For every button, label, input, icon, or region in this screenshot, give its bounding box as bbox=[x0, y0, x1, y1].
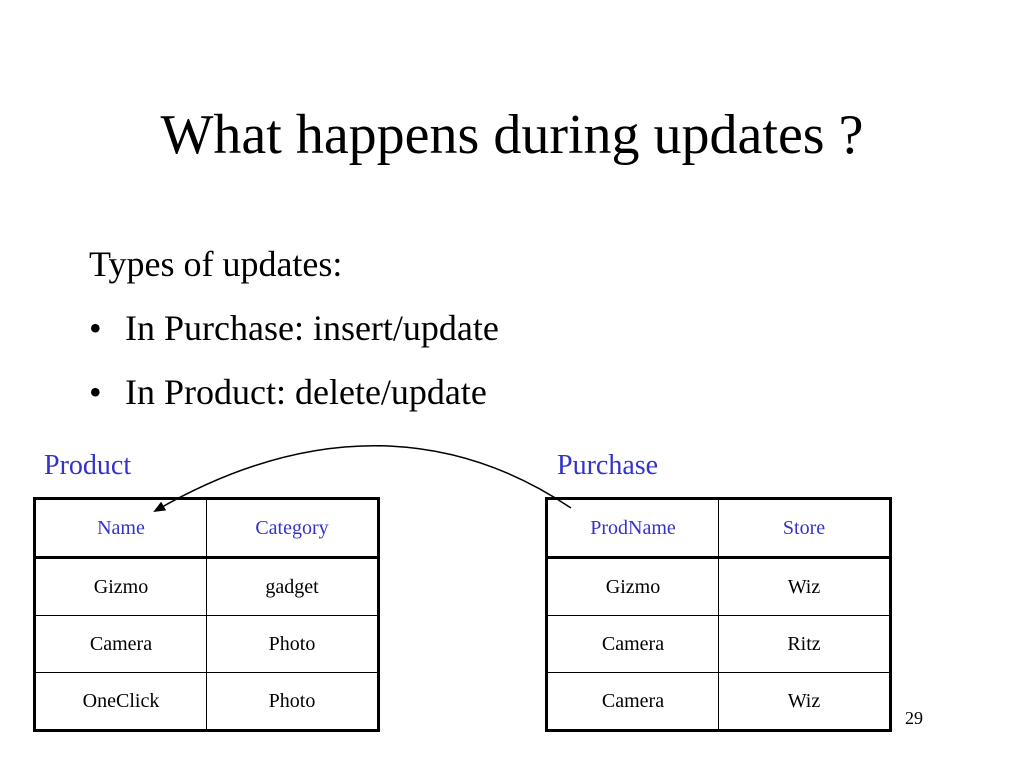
intro-text: Types of updates: bbox=[89, 244, 343, 284]
table-cell: Wiz bbox=[718, 672, 891, 731]
column-header: Store bbox=[718, 498, 891, 559]
bullet-dot-icon: • bbox=[89, 372, 102, 412]
table-row: Gizmo Wiz bbox=[546, 557, 891, 616]
table-row: Camera Wiz bbox=[546, 672, 891, 731]
table-cell: Gizmo bbox=[34, 557, 207, 616]
purchase-table: ProdName Store Gizmo Wiz Camera Ritz Cam… bbox=[545, 497, 892, 732]
table-cell: gadget bbox=[206, 557, 379, 616]
slide-body: Types of updates: • In Purchase: insert/u… bbox=[89, 232, 499, 424]
bullet-item: • In Product: delete/update bbox=[89, 360, 499, 424]
bullet-text: In Product: delete/update bbox=[125, 372, 487, 412]
table-cell: Ritz bbox=[718, 615, 891, 673]
table-cell: Camera bbox=[546, 615, 719, 673]
table-row: Camera Photo bbox=[34, 615, 379, 673]
table-row: OneClick Photo bbox=[34, 672, 379, 731]
page-number: 29 bbox=[905, 708, 923, 728]
table-cell: Photo bbox=[206, 672, 379, 731]
bullet-text: In Purchase: insert/update bbox=[125, 308, 499, 348]
table-cell: Camera bbox=[546, 672, 719, 731]
column-header: Name bbox=[34, 498, 207, 559]
table-cell: Wiz bbox=[718, 557, 891, 616]
table-header-row: Name Category bbox=[34, 498, 379, 559]
column-header: ProdName bbox=[546, 498, 719, 559]
purchase-table-label: Purchase bbox=[557, 450, 659, 481]
slide-title: What happens during updates ? bbox=[160, 104, 864, 166]
product-table: Name Category Gizmo gadget Camera Photo … bbox=[33, 497, 380, 732]
bullet-item: • In Purchase: insert/update bbox=[89, 296, 499, 360]
table-row: Camera Ritz bbox=[546, 615, 891, 673]
table-cell: Gizmo bbox=[546, 557, 719, 616]
column-header: Category bbox=[206, 498, 379, 559]
table-header-row: ProdName Store bbox=[546, 498, 891, 559]
table-cell: Photo bbox=[206, 615, 379, 673]
bullet-dot-icon: • bbox=[89, 308, 102, 348]
table-row: Gizmo gadget bbox=[34, 557, 379, 616]
table-cell: OneClick bbox=[34, 672, 207, 731]
product-table-label: Product bbox=[44, 450, 132, 481]
table-cell: Camera bbox=[34, 615, 207, 673]
